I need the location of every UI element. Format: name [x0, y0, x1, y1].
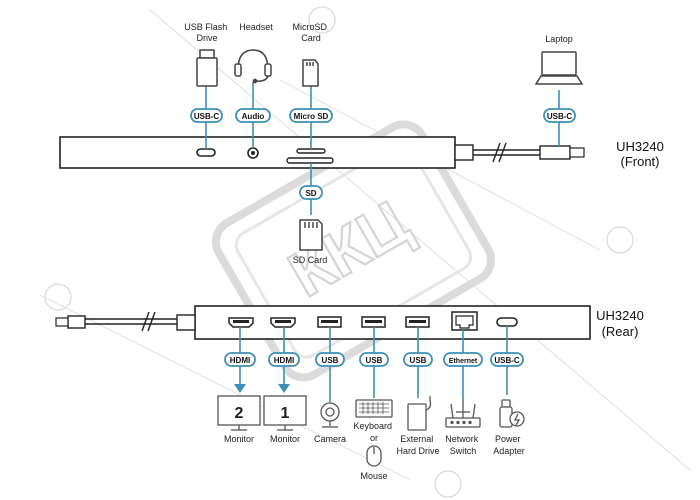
rear-usbc-port — [496, 317, 518, 327]
watermark-text: ККЦ — [277, 186, 421, 311]
rear-hdmi-pill-2: HDMI — [274, 356, 294, 365]
front-microsd-slot — [296, 148, 326, 154]
rear-model-label: UH3240 — [596, 308, 644, 323]
microsd-card-label: MicroSD Card — [292, 22, 329, 43]
headset-label: Headset — [239, 22, 273, 32]
rear-hub — [55, 305, 591, 340]
front-port-labels: USB-C Audio Micro SD SD USB-C — [190, 108, 576, 200]
front-side-label: (Front) — [621, 154, 660, 169]
rear-hdmi-pill-1: HDMI — [230, 356, 250, 365]
rear-usbc-pill: USB-C — [494, 356, 520, 365]
front-microsd-pill: Micro SD — [294, 112, 329, 121]
rear-side-label: (Rear) — [602, 324, 639, 339]
headset-icon — [234, 49, 272, 84]
keyboard-icon — [355, 399, 393, 418]
laptop-usbc-pill: USB-C — [547, 112, 573, 121]
rear-usb-pill-2: USB — [366, 356, 383, 365]
sd-card-icon — [299, 219, 323, 251]
power-adapter-label: Power Adapter — [493, 434, 525, 456]
camera-label: Camera — [314, 434, 346, 444]
front-usbc-pill: USB-C — [194, 112, 220, 121]
monitor-1-icon — [263, 395, 307, 431]
sd-card-label: SD Card — [293, 255, 328, 265]
monitor-2-icon — [217, 395, 261, 431]
monitor-2-number: 2 — [235, 405, 244, 422]
external-hard-drive-label: External Hard Drive — [396, 434, 439, 456]
microsd-card-icon — [302, 59, 319, 87]
rear-ethernet-pill: Ethernet — [449, 358, 478, 365]
front-sd-pill: SD — [305, 189, 316, 198]
keyboard-label: Keyboard or — [353, 421, 394, 443]
camera-icon — [320, 402, 340, 428]
rear-port-labels: HDMI HDMI USB USB USB Ethernet USB-C — [224, 352, 524, 367]
monitor-1-number: 1 — [281, 405, 290, 422]
laptop-icon — [534, 51, 584, 85]
monitor-1-label: Monitor — [270, 434, 300, 444]
monitor-2-label: Monitor — [224, 434, 254, 444]
external-hard-drive-icon — [407, 396, 432, 431]
front-sd-slot — [286, 157, 334, 164]
network-switch-icon — [445, 398, 481, 428]
network-switch-label: Network Switch — [445, 434, 481, 456]
rear-usb-pill-3: USB — [410, 356, 427, 365]
front-audio-pill: Audio — [242, 112, 265, 121]
rear-usb-pill-1: USB — [322, 356, 339, 365]
mouse-icon — [366, 445, 382, 467]
front-usbc-port — [196, 148, 216, 157]
usb-flash-drive-icon — [196, 49, 218, 87]
mouse-label: Mouse — [360, 471, 387, 481]
front-hub — [59, 136, 585, 169]
laptop-label: Laptop — [545, 34, 573, 44]
usb-flash-drive-label: USB Flash Drive — [184, 22, 230, 43]
power-adapter-icon — [499, 399, 525, 428]
front-model-label: UH3240 — [616, 139, 664, 154]
